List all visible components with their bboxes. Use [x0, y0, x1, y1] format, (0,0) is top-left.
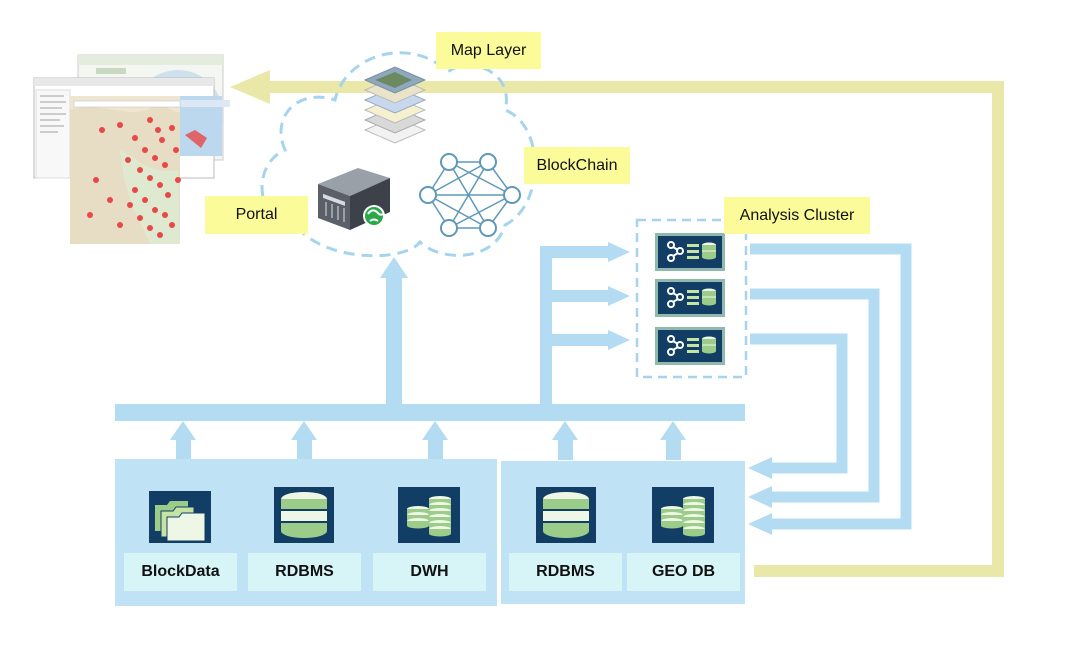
- blockchain-icon: [419, 153, 521, 237]
- analysis-node-1: [655, 233, 725, 271]
- geo-db-label: GEO DB: [627, 553, 740, 591]
- analysis-cluster-label: Analysis Cluster: [724, 197, 870, 234]
- analysis-node-3: [655, 327, 725, 365]
- cluster-output-arrowheads: [748, 457, 772, 535]
- cluster-input-arrows: [540, 242, 630, 404]
- blockchain-label: BlockChain: [524, 147, 630, 184]
- portal-label: Portal: [205, 196, 308, 234]
- map-layer-label: Map Layer: [436, 32, 541, 69]
- blockdata-label: BlockData: [124, 553, 237, 591]
- up-arrow-to-cloud: [380, 257, 408, 404]
- multi-database-icon: [398, 487, 460, 543]
- map-screenshot: [33, 54, 230, 245]
- database-icon-right: [536, 487, 596, 543]
- return-path: [230, 70, 1004, 577]
- cluster-output-arrows: [750, 243, 912, 530]
- multi-database-icon-geo: [652, 487, 714, 543]
- rdbms-label: RDBMS: [248, 553, 361, 591]
- folders-icon: [149, 491, 211, 543]
- db-up-arrows: [170, 421, 686, 460]
- dwh-label: DWH: [373, 553, 486, 591]
- database-icon: [274, 487, 334, 543]
- analysis-node-2: [655, 279, 725, 317]
- analysis-cluster-box: [635, 218, 748, 379]
- map-layers-icon: [363, 66, 427, 144]
- rdbms-label-right: RDBMS: [509, 553, 622, 591]
- cloud-outline: [260, 51, 537, 258]
- data-bus-bar: [115, 404, 745, 421]
- server-icon: [318, 168, 390, 230]
